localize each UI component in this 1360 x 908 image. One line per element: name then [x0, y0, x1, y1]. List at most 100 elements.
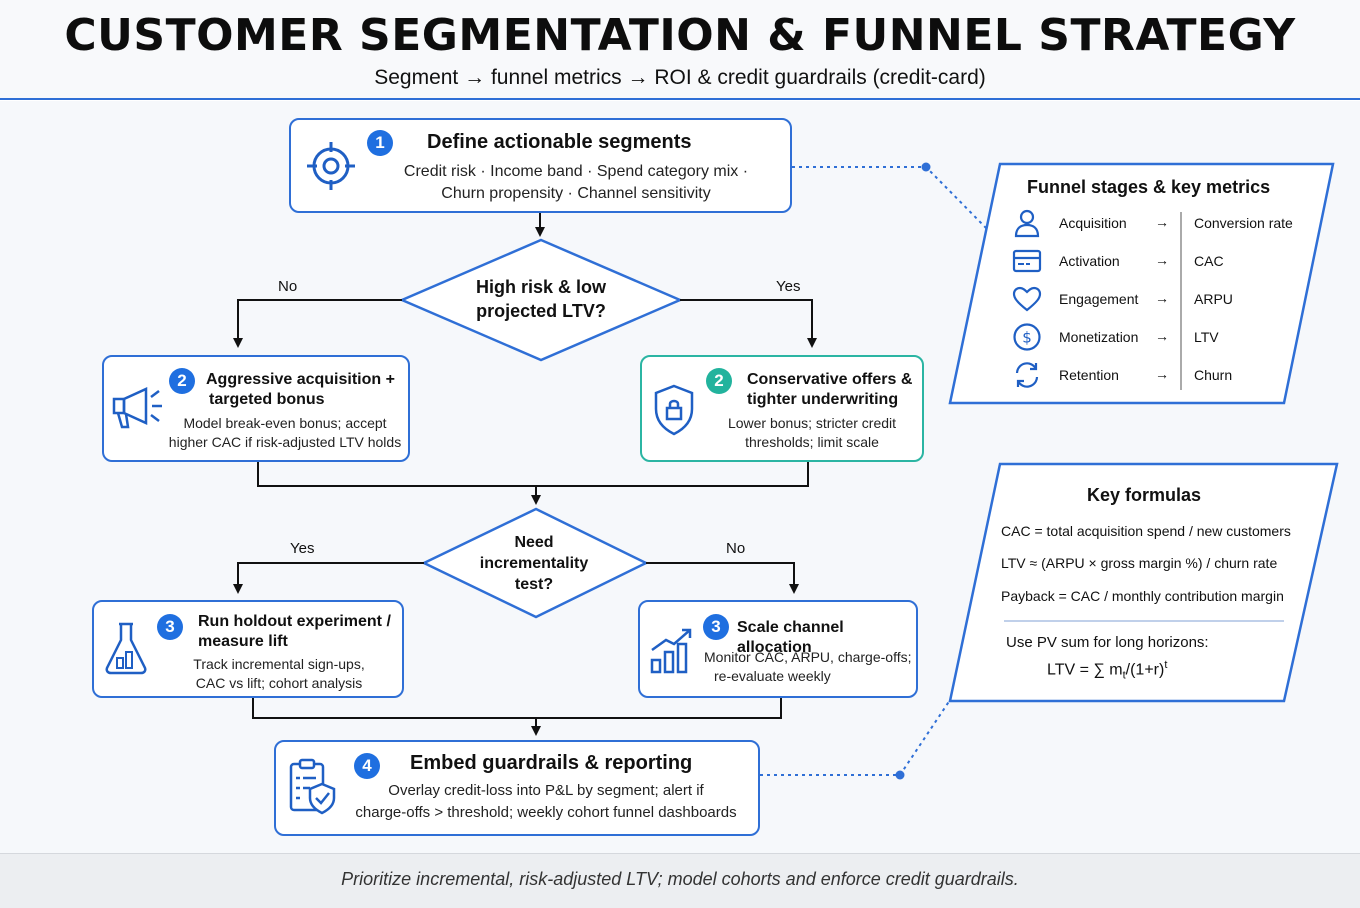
funnel-title: Funnel stages & key metrics [1027, 177, 1271, 197]
step1-line2: Churn propensity · Channel sensitivity [441, 185, 711, 202]
step3b-badge: 3 [703, 614, 729, 640]
growth-chart-icon [648, 624, 696, 681]
step2b-line2: thresholds; limit scale [745, 434, 879, 450]
step3b-line2: re-evaluate weekly [714, 668, 831, 684]
funnel-metric: ARPU [1194, 291, 1233, 307]
step2a-line2: higher CAC if risk-adjusted LTV holds [168, 434, 402, 450]
target-icon [305, 140, 357, 197]
step2a-title2: targeted bonus [209, 391, 325, 408]
decision1-no-label: No [278, 278, 298, 295]
funnel-arrow: → [1155, 252, 1169, 268]
funnel-panel-frame [948, 162, 1335, 405]
step3a-line1: Track incremental sign-ups, [193, 656, 365, 672]
decision1-line2: projected LTV? [476, 301, 606, 321]
footer: Prioritize incremental, risk-adjusted LT… [0, 853, 1360, 908]
decision2-line2: incrementality [479, 555, 589, 572]
funnel-metric: CAC [1194, 253, 1224, 269]
step4-title: Embed guardrails & reporting [410, 752, 693, 774]
decision1-diamond [398, 238, 684, 362]
funnel-metric: Conversion rate [1194, 215, 1293, 231]
step3b-line1: Monitor CAC, ARPU, charge-offs; [704, 649, 912, 665]
funnel-arrow: → [1155, 328, 1169, 344]
merge-line-3 [252, 698, 782, 719]
flask-icon [102, 620, 150, 681]
funnel-metric: LTV [1194, 329, 1219, 345]
step3a-box: 3 Run holdout experiment / measure lift … [92, 600, 404, 698]
step4-badge: 4 [354, 753, 380, 779]
formula-ltv: LTV ≈ (ARPU × gross margin %) / churn ra… [1001, 555, 1278, 571]
step2a-title1: Aggressive acquisition + [206, 371, 395, 388]
dotted-link-formulas [760, 699, 951, 776]
merge-line-2 [257, 462, 809, 487]
formula-note: Use PV sum for long horizons: [1006, 634, 1209, 651]
arrow-decision2-no [646, 562, 799, 594]
step1-badge: 1 [367, 130, 393, 156]
funnel-metric: Churn [1194, 367, 1233, 383]
step4-line1: Overlay credit-loss into P&L by segment;… [388, 782, 704, 799]
formulas-panel-frame [948, 462, 1339, 703]
svg-text:$: $ [1022, 329, 1032, 347]
step2b-badge: 2 [706, 368, 732, 394]
user-icon [1013, 208, 1041, 243]
decision1-line1: High risk & low [475, 277, 607, 297]
arrow-decision1-no [233, 299, 402, 348]
dotted-link-funnel [792, 166, 991, 233]
formula-pv-sub: t [1122, 669, 1126, 682]
clipboard-shield-icon [288, 758, 338, 821]
dotted-link-dot-2 [895, 770, 905, 780]
funnel-arrow: → [1155, 290, 1169, 306]
formulas-title: Key formulas [1087, 485, 1202, 505]
step1-title: Define actionable segments [427, 131, 692, 153]
funnel-arrow: → [1155, 214, 1169, 230]
step3a-badge: 3 [157, 614, 183, 640]
formula-pv-mid: /(1+r) [1125, 661, 1165, 679]
funnel-stage: Retention [1059, 367, 1119, 383]
formula-cac: CAC = total acquisition spend / new cust… [1001, 523, 1291, 539]
shield-lock-icon [652, 383, 696, 442]
step2b-line1: Lower bonus; stricter credit [727, 415, 897, 431]
page-subtitle: Segment → funnel metrics → ROI & credit … [374, 66, 986, 89]
step3a-title2: measure lift [198, 633, 288, 650]
page-title: CUSTOMER SEGMENTATION & FUNNEL STRATEGY [64, 10, 1296, 61]
dollar-icon: $ [1012, 322, 1042, 357]
formula-payback: Payback = CAC / monthly contribution mar… [1001, 588, 1284, 604]
decision2-no-label: No [726, 540, 746, 557]
step1-line1: Credit risk · Income band · Spend catego… [403, 163, 749, 180]
step2a-badge: 2 [169, 368, 195, 394]
step2a-line1: Model break-even bonus; accept [183, 415, 387, 431]
dotted-link-dot-1 [921, 162, 931, 172]
step3b-title: Scale channel allocation [737, 619, 844, 656]
formula-pv-sup: t [1164, 659, 1168, 671]
funnel-stage: Engagement [1059, 291, 1139, 307]
megaphone-icon [110, 385, 168, 436]
funnel-stage: Activation [1059, 253, 1120, 269]
card-icon [1012, 249, 1042, 278]
funnel-stage: Monetization [1059, 329, 1139, 345]
step3b-box: 3 Scale channel allocation Monitor CAC, … [638, 600, 918, 698]
step4-line2: charge-offs > threshold; weekly cohort f… [355, 804, 737, 821]
heart-icon [1012, 286, 1042, 317]
decision2-yes-label: Yes [290, 540, 315, 557]
step2b-box: 2 Conservative offers & tighter underwri… [640, 355, 924, 462]
header: CUSTOMER SEGMENTATION & FUNNEL STRATEGY … [0, 0, 1360, 100]
step1-box: 1 Define actionable segments Credit risk… [289, 118, 792, 213]
step2b-title2: tighter underwriting [747, 391, 899, 408]
step2a-box: 2 Aggressive acquisition + targeted bonu… [102, 355, 410, 462]
step3a-title1: Run holdout experiment / [198, 613, 391, 630]
formula-pv: LTV = ∑ mt/(1+r)t [1047, 659, 1167, 682]
footer-text: Prioritize incremental, risk-adjusted LT… [341, 869, 1019, 889]
arrow-decision2-yes [233, 562, 424, 594]
funnel-arrow: → [1155, 366, 1169, 382]
funnel-stage: Acquisition [1059, 215, 1127, 231]
decision1-yes-label: Yes [776, 278, 801, 295]
decision2-line1: Need [514, 534, 554, 551]
refresh-icon [1012, 360, 1042, 395]
step2b-title1: Conservative offers & [747, 371, 913, 388]
decision2-diamond [421, 507, 649, 619]
arrow-decision1-yes [680, 299, 817, 348]
step3a-line2: CAC vs lift; cohort analysis [195, 675, 363, 691]
step4-box: 4 Embed guardrails & reporting Overlay c… [274, 740, 760, 836]
formula-pv-prefix: LTV = ∑ m [1047, 661, 1123, 679]
decision2-line3: test? [514, 576, 554, 593]
